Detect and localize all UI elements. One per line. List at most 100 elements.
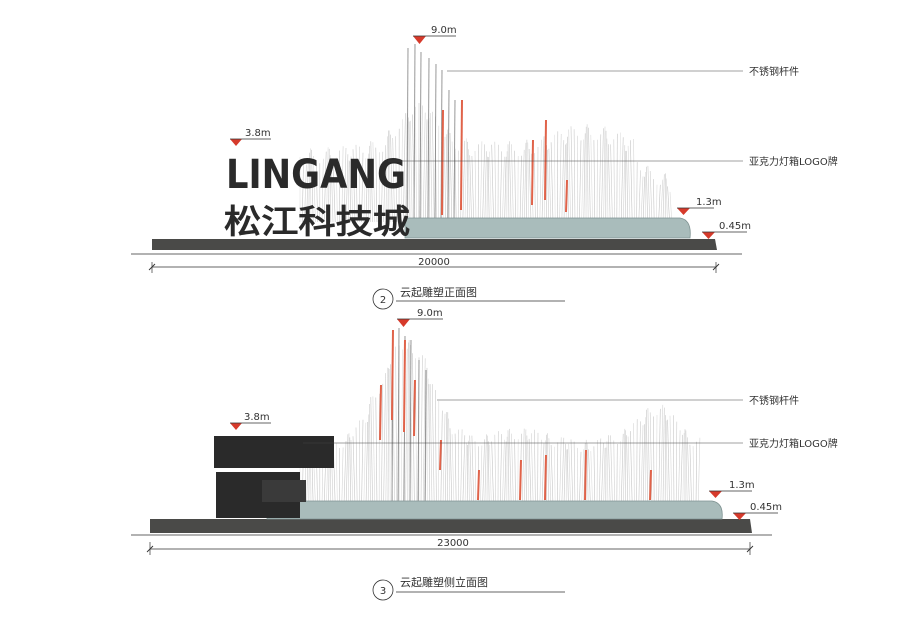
stainless-rod <box>480 141 483 223</box>
stainless-rod <box>618 132 621 223</box>
stainless-rod <box>471 155 475 223</box>
stainless-rod <box>573 129 576 223</box>
stainless-rod <box>550 444 554 506</box>
stainless-rod <box>348 160 350 223</box>
stainless-rod <box>620 137 624 223</box>
stainless-rod <box>541 443 545 506</box>
stainless-rod <box>539 139 542 223</box>
pool-side <box>266 500 723 520</box>
stainless-rod <box>425 367 428 506</box>
stainless-rod <box>375 147 378 223</box>
stainless-rod <box>638 421 641 506</box>
stainless-rod <box>588 127 591 223</box>
stainless-rod <box>658 184 661 223</box>
stainless-rod <box>328 148 330 223</box>
stainless-rod <box>579 140 582 223</box>
stainless-rod <box>633 423 635 506</box>
stainless-rod <box>511 433 514 506</box>
callout-stainless-rods: 不锈钢杆件 <box>447 65 799 78</box>
accent-rod <box>544 454 547 501</box>
stainless-rod <box>352 436 356 506</box>
stainless-rod <box>372 142 376 223</box>
stainless-rod <box>428 117 431 223</box>
stainless-rod <box>480 445 483 506</box>
accent-rod <box>649 469 652 501</box>
stainless-rod <box>672 415 675 506</box>
stainless-rod <box>363 158 367 223</box>
stainless-rod <box>332 162 336 223</box>
stainless-rod <box>596 439 598 506</box>
stainless-rod <box>487 441 490 506</box>
stainless-rod <box>662 174 665 223</box>
stainless-rod <box>451 434 455 506</box>
stainless-rod <box>586 443 589 506</box>
stainless-rod <box>321 158 324 223</box>
accent-rod <box>584 449 587 501</box>
stainless-rod <box>444 411 448 506</box>
stainless-rod <box>352 149 356 223</box>
stainless-rod <box>697 437 701 506</box>
stainless-rod <box>559 437 562 506</box>
stainless-rod <box>494 141 497 223</box>
stainless-rod <box>660 404 664 506</box>
stainless-rod <box>687 437 690 506</box>
stainless-rod <box>667 186 670 223</box>
stainless-rod <box>389 130 391 223</box>
stainless-rod <box>355 144 358 223</box>
stainless-rod <box>601 442 604 506</box>
stainless-rod <box>613 139 615 223</box>
stainless-rod <box>610 435 613 506</box>
stainless-rod <box>618 441 621 506</box>
stainless-rod <box>521 149 525 223</box>
level-marker-base: 1.3m <box>677 197 722 215</box>
stainless-rod <box>425 119 428 223</box>
dimension-label-side: 23000 <box>437 538 469 549</box>
stainless-rod <box>383 145 386 223</box>
stainless-rod <box>627 436 631 506</box>
stainless-rod <box>316 162 318 223</box>
stainless-rod <box>626 150 629 223</box>
stainless-rod <box>387 130 389 223</box>
stainless-rod <box>499 151 502 223</box>
level-label-base-side: 1.3m <box>729 480 755 491</box>
level-label-top: 9.0m <box>431 25 457 36</box>
stainless-rod <box>432 111 435 223</box>
stainless-rod <box>647 165 651 223</box>
stainless-rod <box>583 133 586 223</box>
stainless-rod <box>313 155 316 223</box>
stainless-rod <box>548 438 552 506</box>
accent-rod <box>391 329 394 421</box>
stainless-rod <box>665 178 668 223</box>
stainless-rod <box>504 156 507 223</box>
stainless-rod <box>527 142 530 223</box>
stainless-rod <box>633 138 635 223</box>
stainless-rod <box>370 397 373 506</box>
stainless-rod <box>640 176 644 223</box>
stainless-rod <box>561 437 565 506</box>
stainless-rod <box>442 413 446 506</box>
stainless-rod <box>636 419 638 506</box>
stainless-rod <box>608 435 611 506</box>
stainless-rod <box>367 414 370 506</box>
stainless-rod <box>369 145 371 223</box>
stainless-rod <box>383 373 386 506</box>
dimension-line-front: 20000 <box>131 253 742 273</box>
accent-rod <box>519 459 522 501</box>
stainless-rod <box>365 421 368 506</box>
stainless-rod <box>408 121 411 223</box>
stainless-rod <box>507 430 510 506</box>
stainless-rod <box>323 151 327 223</box>
stainless-rod <box>301 163 304 223</box>
stainless-rod <box>613 440 615 506</box>
stainless-rod <box>667 419 670 506</box>
callout-stainless-rods-side: 不锈钢杆件 <box>437 394 799 407</box>
stainless-rod <box>429 112 433 223</box>
accent-rod <box>544 119 547 201</box>
level-marker-top-side: 9.0m <box>397 308 443 327</box>
stainless-rod <box>410 120 413 223</box>
stainless-rod <box>570 126 574 223</box>
stainless-rod <box>623 428 626 506</box>
stainless-rod <box>420 105 423 223</box>
stainless-rod <box>420 355 423 506</box>
